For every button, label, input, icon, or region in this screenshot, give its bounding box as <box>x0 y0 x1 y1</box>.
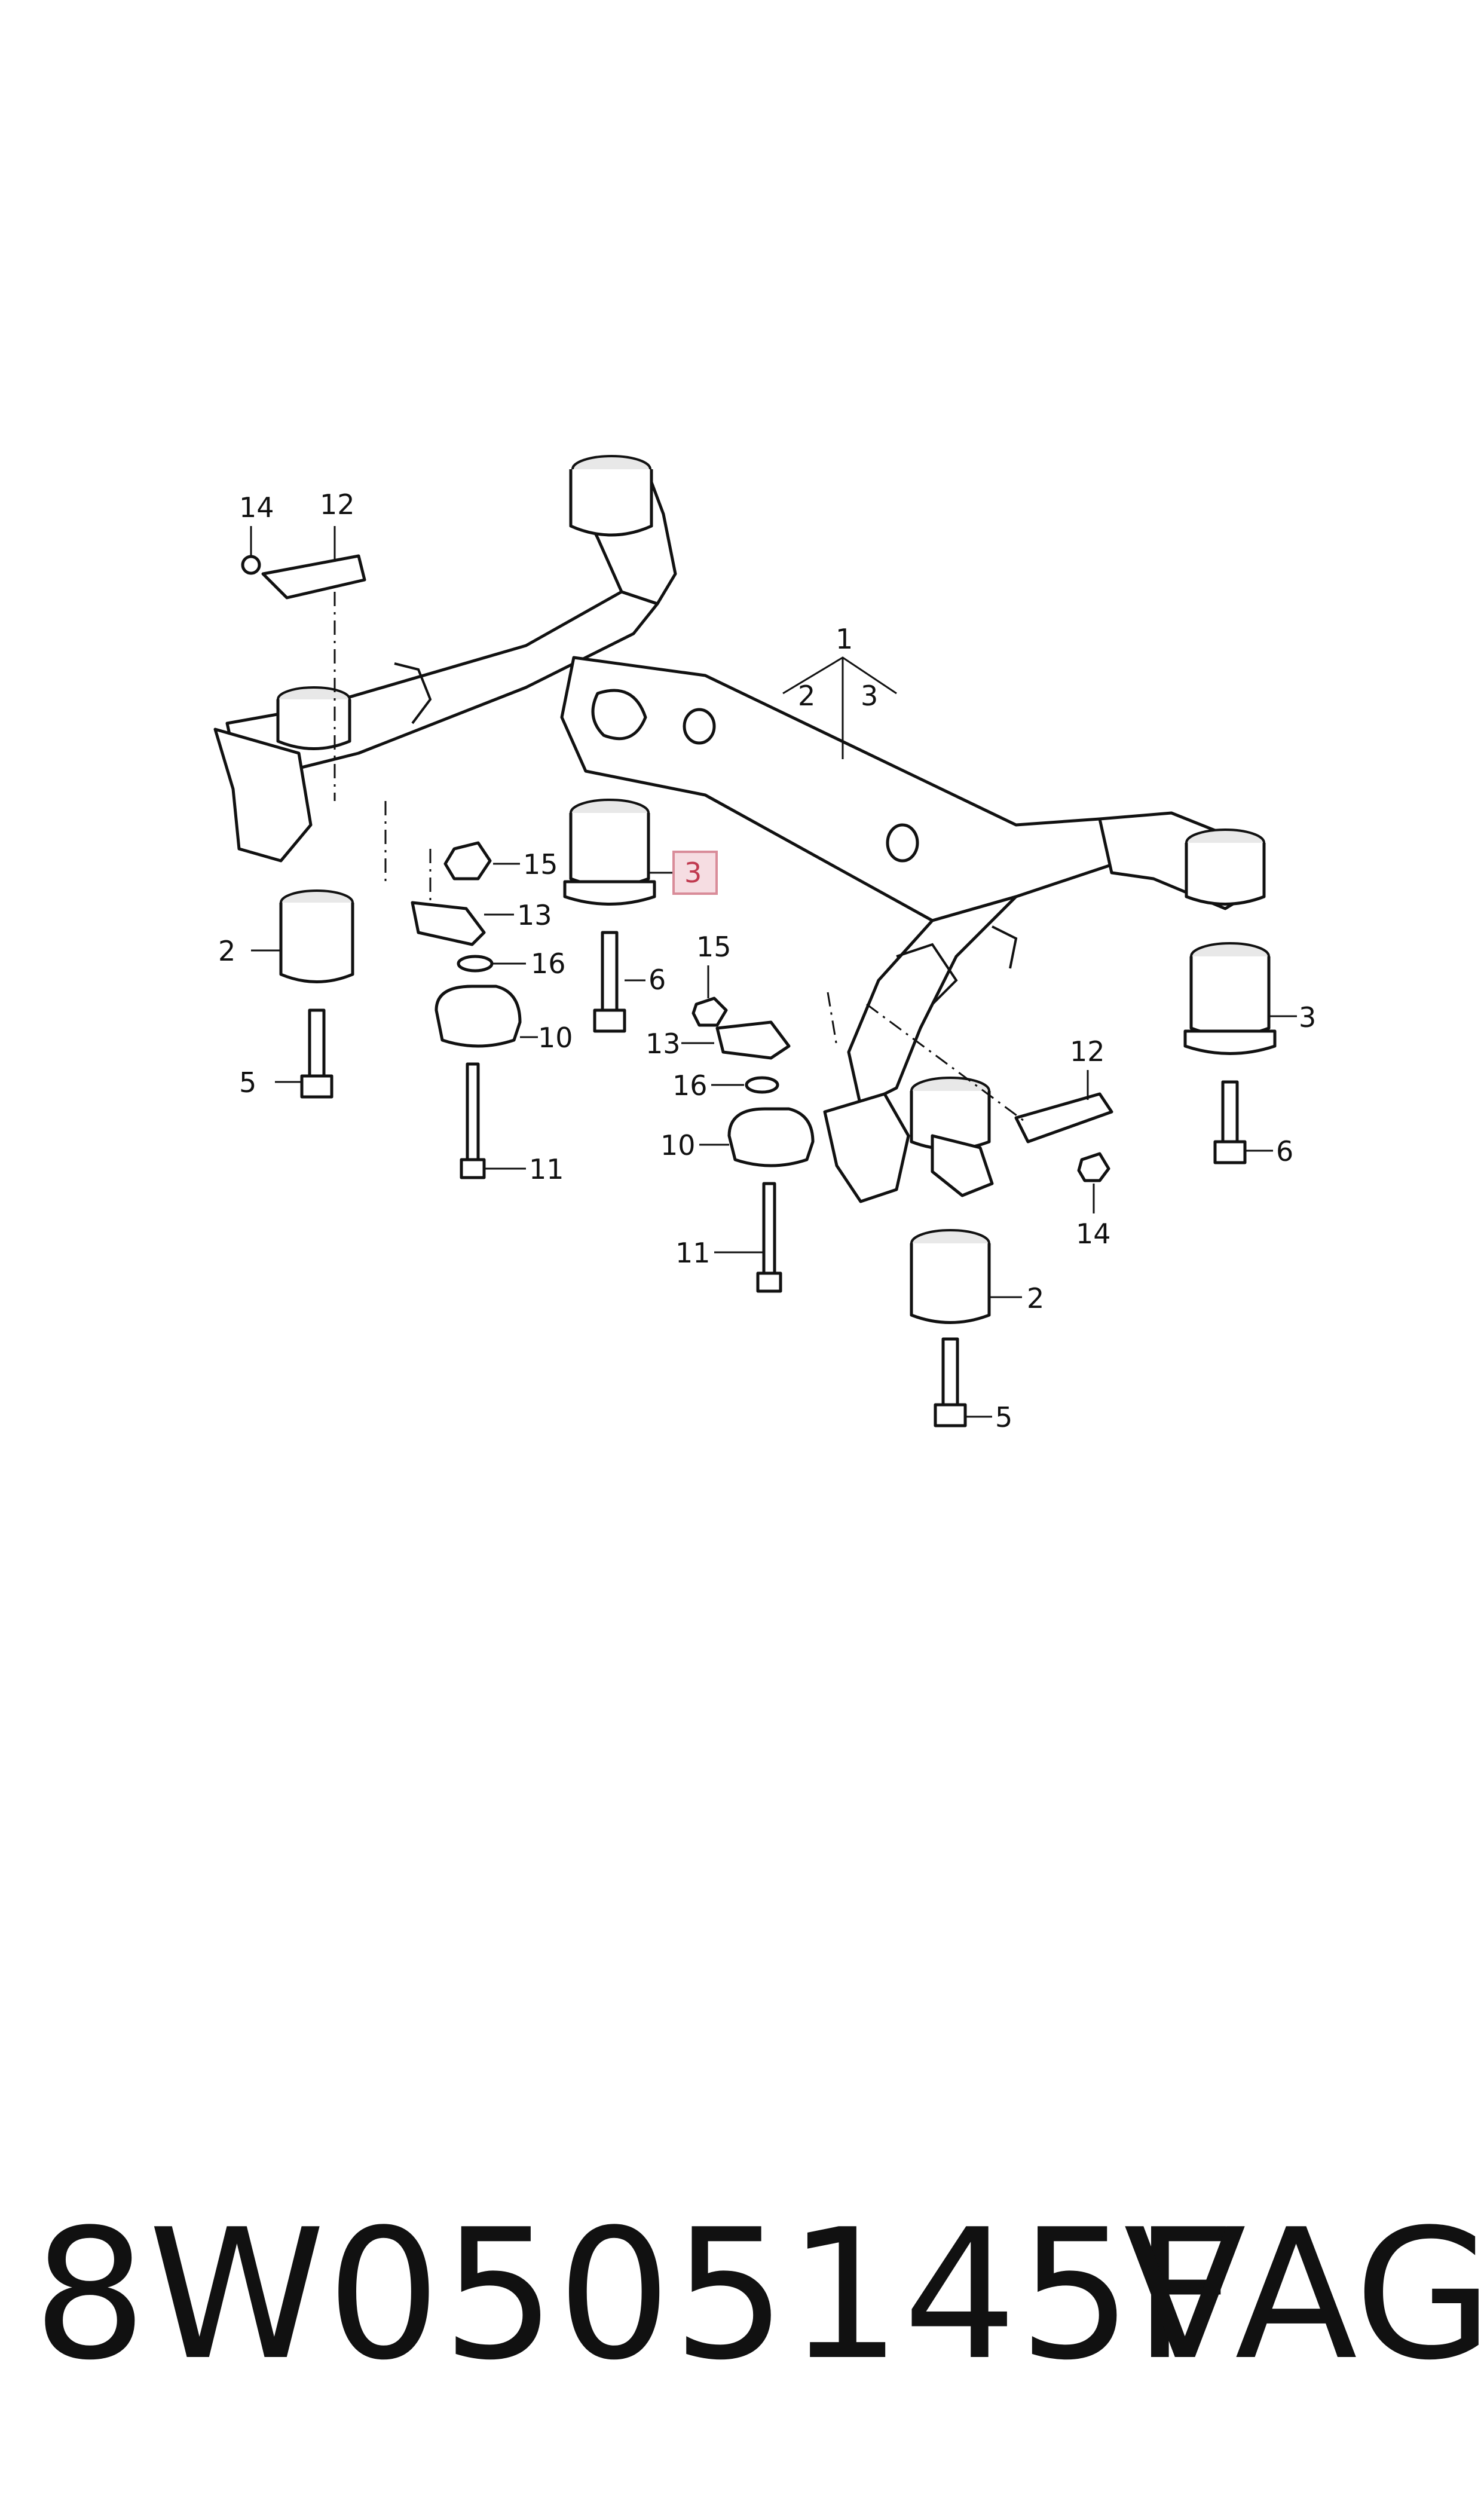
svg-text:1: 1 <box>836 623 853 655</box>
bolt-5-bottom: 5 <box>934 1337 1012 1433</box>
mount-10-center: 10 <box>660 1107 815 1167</box>
svg-text:10: 10 <box>538 1022 573 1054</box>
svg-text:10: 10 <box>660 1129 696 1161</box>
svg-text:15: 15 <box>696 931 732 963</box>
svg-text:12: 12 <box>320 488 355 521</box>
bracket-12-right: 12 <box>866 1003 1113 1144</box>
svg-text:14: 14 <box>1076 1218 1111 1250</box>
bushing-3-center <box>563 799 675 906</box>
svg-text:5: 5 <box>995 1401 1012 1433</box>
svg-text:13: 13 <box>517 899 552 931</box>
svg-text:16: 16 <box>531 947 566 980</box>
bolt-6-center: 6 <box>593 931 666 1033</box>
bracket-13-left: 13 <box>411 849 552 946</box>
svg-text:11: 11 <box>675 1237 711 1269</box>
bolt-6-right: 6 <box>1213 1080 1293 1167</box>
washer-16-center: 16 <box>672 1069 779 1102</box>
mount-10-left: 10 <box>435 985 573 1054</box>
svg-text:14: 14 <box>239 491 274 524</box>
nut-15-left: 15 <box>443 841 558 881</box>
svg-text:3: 3 <box>1299 1001 1316 1034</box>
svg-text:2: 2 <box>798 680 815 712</box>
svg-text:6: 6 <box>648 964 666 996</box>
svg-text:2: 2 <box>218 935 235 967</box>
svg-text:6: 6 <box>1276 1135 1293 1167</box>
bracket-13-center: 13 <box>645 1020 791 1060</box>
subframe-exploded-diagram: 1 2 3 3 6 14 12 2 <box>213 455 1316 1433</box>
bolt-11-center: 11 <box>675 1182 782 1293</box>
left-bracket-12-14: 14 12 <box>239 488 366 801</box>
svg-text:13: 13 <box>645 1028 681 1060</box>
bolt-11-left: 11 <box>460 1062 564 1185</box>
bushing-2-left: 2 <box>218 889 354 983</box>
washer-16-left: 16 <box>457 947 566 980</box>
svg-text:3: 3 <box>684 857 702 889</box>
callout-3-highlight: 3 <box>672 851 718 895</box>
svg-text:11: 11 <box>529 1153 564 1185</box>
bushing-3-right: 3 <box>1183 942 1316 1055</box>
rear-subframe <box>213 455 1266 1203</box>
svg-text:15: 15 <box>523 848 558 881</box>
svg-text:16: 16 <box>672 1069 708 1102</box>
part-number: 8W0505145F <box>33 2191 1238 2399</box>
svg-text:2: 2 <box>1027 1282 1044 1314</box>
nut-15-center: 15 <box>691 931 732 1027</box>
brand-label: VAG <box>1124 2191 1484 2399</box>
bushing-2-bottom: 2 <box>910 1229 1044 1324</box>
screw-14-right: 14 <box>1076 1152 1111 1250</box>
svg-text:3: 3 <box>861 680 878 712</box>
callout-1: 1 2 3 <box>782 623 897 759</box>
bolt-5-left: 5 <box>239 1008 333 1099</box>
svg-text:5: 5 <box>239 1066 256 1099</box>
svg-text:12: 12 <box>1070 1035 1105 1068</box>
